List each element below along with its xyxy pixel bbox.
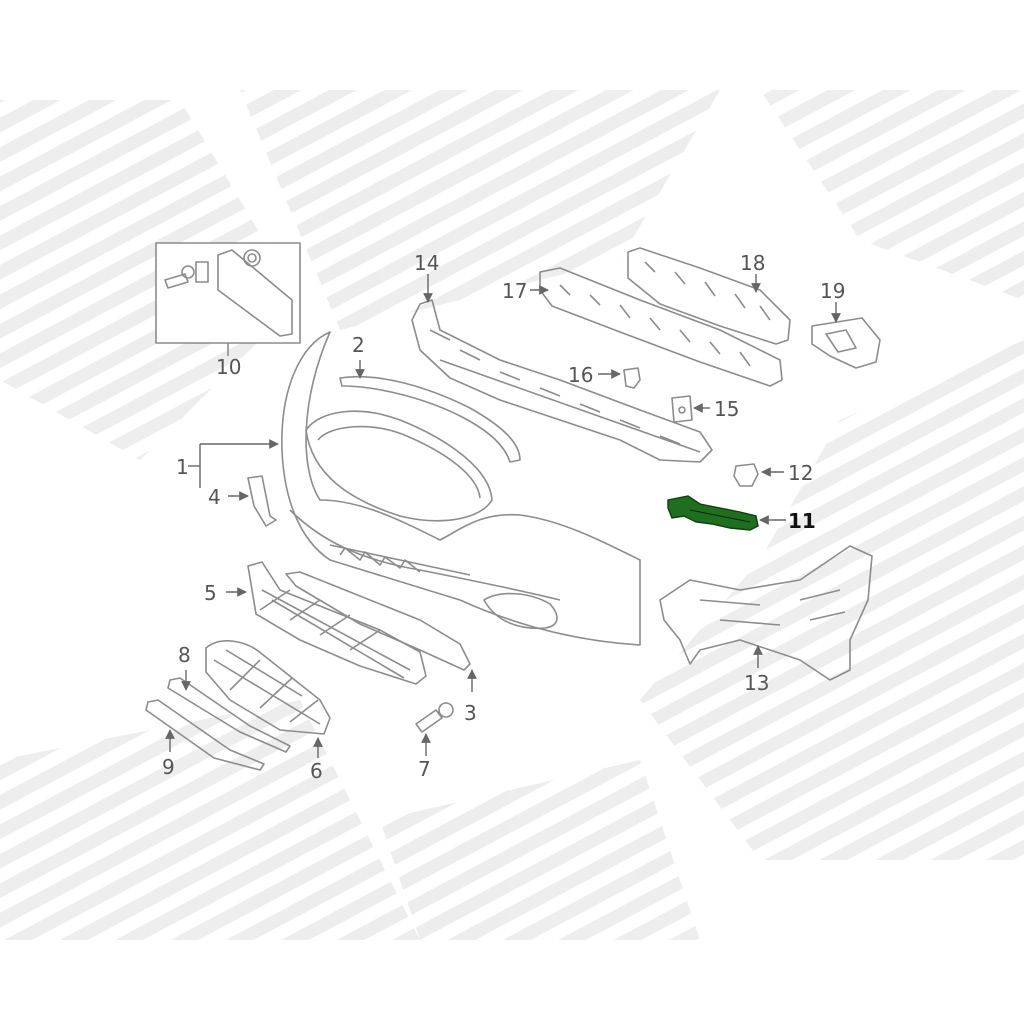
callout-12: 12 bbox=[788, 461, 813, 485]
callout-4: 4 bbox=[208, 485, 221, 509]
callout-5: 5 bbox=[204, 581, 217, 605]
part-2-trim-strip bbox=[339, 375, 521, 463]
watermark bbox=[0, 90, 1024, 940]
callout-7: 7 bbox=[418, 757, 431, 781]
part-7-bolt bbox=[415, 702, 454, 733]
part-14-upper-carrier bbox=[411, 299, 713, 463]
callout-16: 16 bbox=[568, 363, 593, 387]
callout-1: 1 bbox=[176, 455, 189, 479]
part-3-lower-trim bbox=[285, 571, 471, 671]
callout-11: 11 bbox=[788, 509, 816, 533]
part-6-side-grille bbox=[205, 640, 331, 735]
part-15-clip bbox=[671, 395, 693, 423]
callout-labels: 1 2 3 4 5 6 7 8 9 10 11 12 13 14 15 16 1… bbox=[162, 251, 845, 783]
callout-17: 17 bbox=[502, 279, 527, 303]
callout-13: 13 bbox=[744, 671, 769, 695]
part-10-mounting-kit bbox=[155, 242, 301, 356]
part-4-bracket bbox=[247, 475, 277, 527]
callout-15: 15 bbox=[714, 397, 739, 421]
part-18-absorber bbox=[627, 247, 791, 345]
part-5-lower-grille bbox=[247, 561, 427, 685]
callout-8: 8 bbox=[178, 643, 191, 667]
leader-lines bbox=[165, 274, 841, 758]
callout-18: 18 bbox=[740, 251, 765, 275]
callout-19: 19 bbox=[820, 279, 845, 303]
part-9-trim bbox=[145, 699, 265, 771]
callout-2: 2 bbox=[352, 333, 365, 357]
part-1-bumper-cover bbox=[281, 331, 641, 646]
callout-9: 9 bbox=[162, 755, 175, 779]
part-13-side-carrier bbox=[659, 545, 873, 681]
part-8-trim bbox=[167, 677, 291, 753]
callout-14: 14 bbox=[414, 251, 439, 275]
part-16-clip bbox=[623, 367, 641, 389]
part-11-highlighted-bracket bbox=[667, 495, 759, 531]
callout-3: 3 bbox=[464, 701, 477, 725]
callout-10: 10 bbox=[216, 355, 241, 379]
callout-6: 6 bbox=[310, 759, 323, 783]
part-19-bracket bbox=[811, 317, 881, 369]
part-12-bracket bbox=[733, 463, 759, 487]
part-17-absorber bbox=[539, 267, 783, 387]
